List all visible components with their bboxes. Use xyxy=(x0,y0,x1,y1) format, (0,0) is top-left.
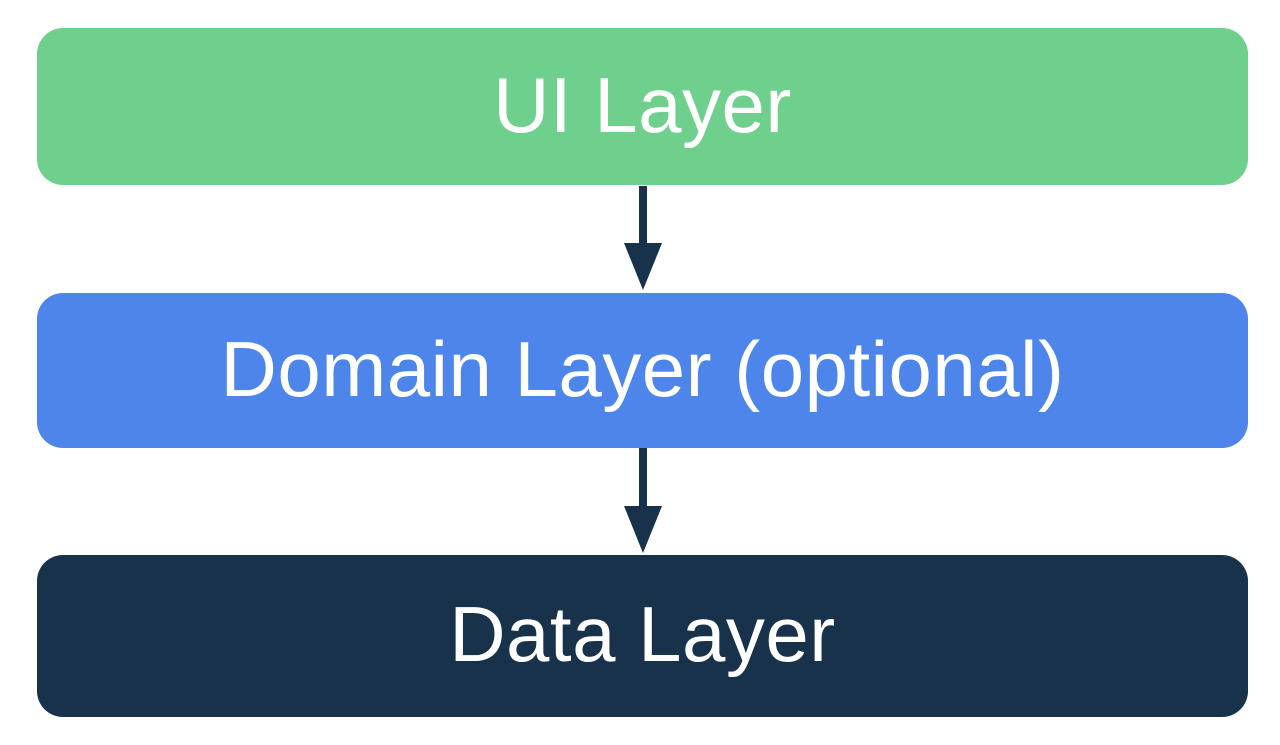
node-data-layer-label: Data Layer xyxy=(449,590,836,678)
node-domain-layer-label: Domain Layer (optional) xyxy=(220,324,1065,413)
node-data-layer: Data Layer xyxy=(37,555,1248,717)
arrow-domain-to-data-icon xyxy=(624,448,662,553)
node-domain-layer: Domain Layer (optional) xyxy=(37,293,1248,448)
arrow-ui-to-domain-icon xyxy=(624,186,662,290)
node-ui-layer: UI Layer xyxy=(37,28,1248,185)
node-ui-layer-label: UI Layer xyxy=(493,60,792,149)
